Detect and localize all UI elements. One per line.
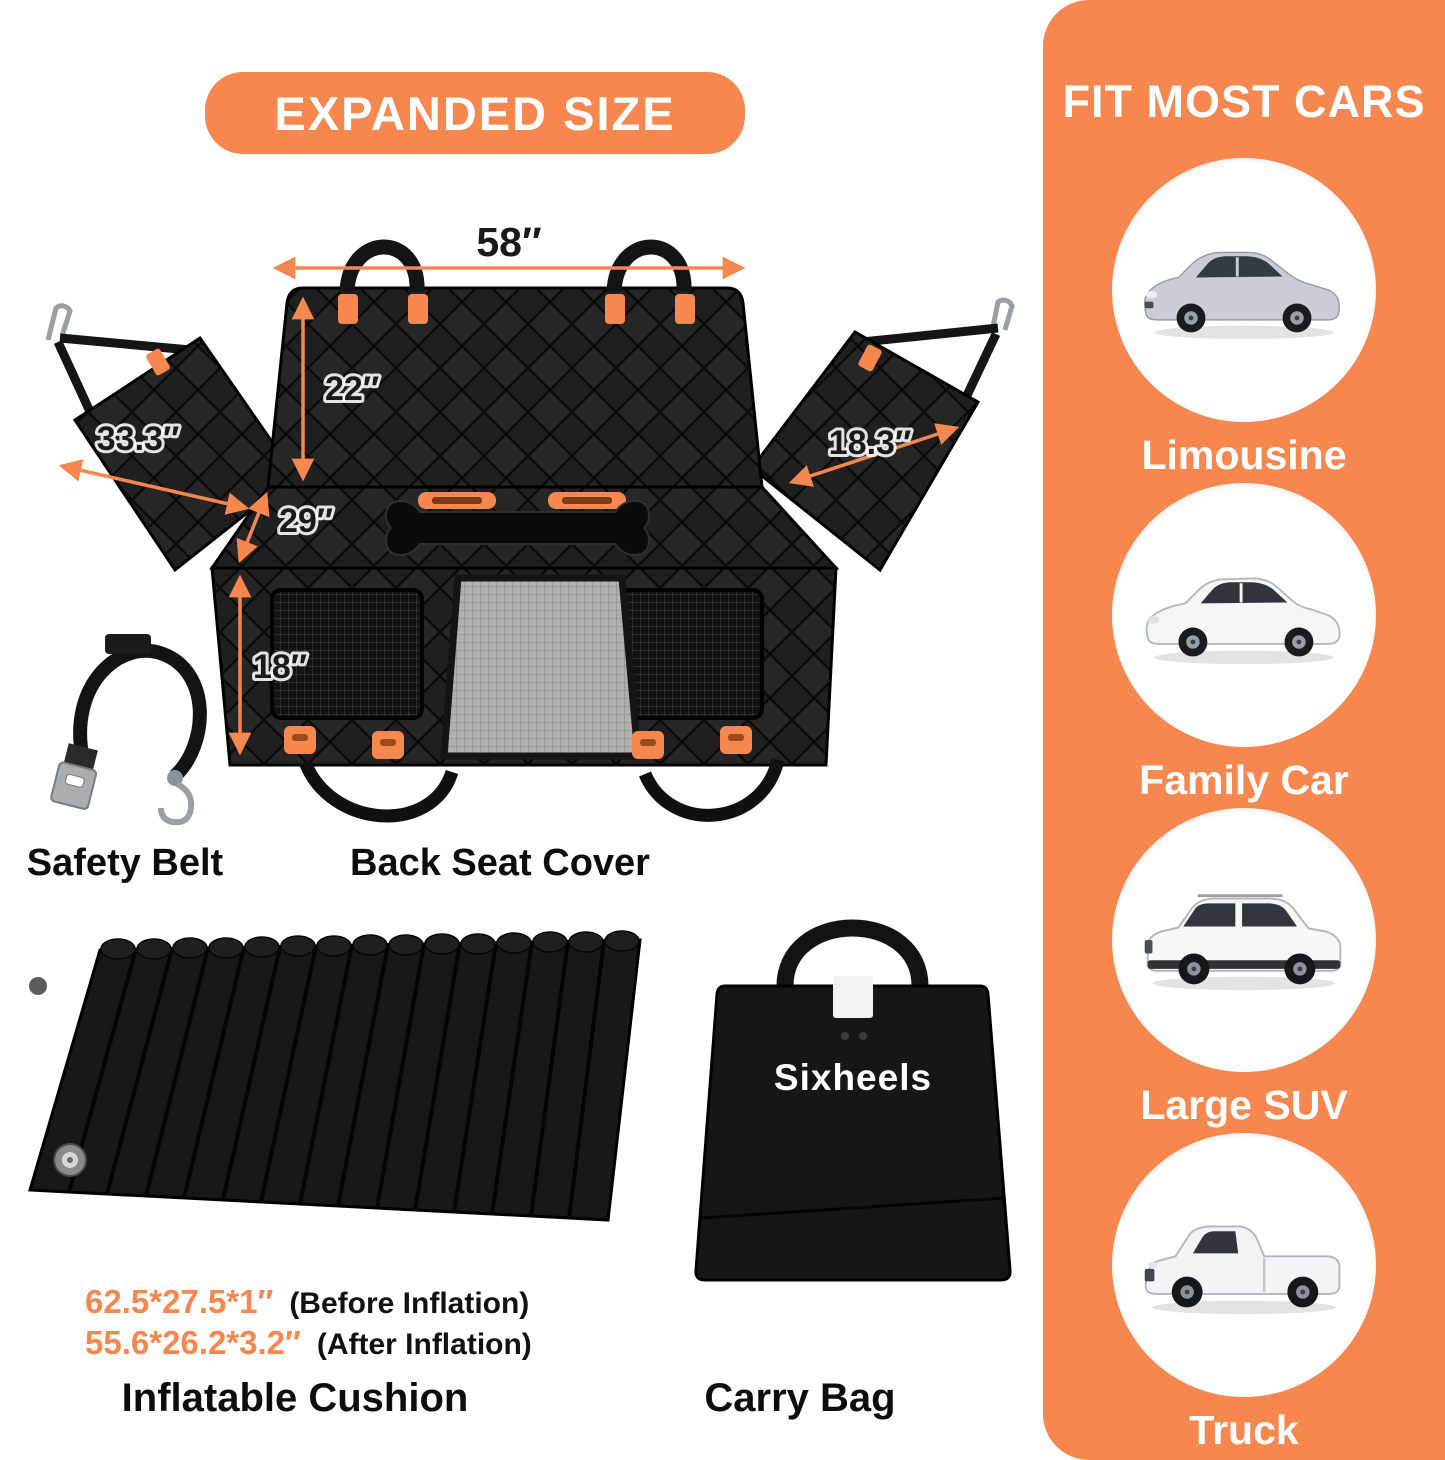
- left-strap-hook-icon: [45, 303, 191, 418]
- front-panel: [210, 566, 838, 823]
- bag-tag: [833, 976, 873, 1018]
- right-flap-arrow: [788, 423, 960, 487]
- cushion-size-after-note: (After Inflation): [316, 1328, 532, 1361]
- vehicle-circle-family-car: [1112, 483, 1376, 747]
- back-seat-cover-illustration: 58″ 22″ 33.3″ 18.3″ 29″ 18″: [45, 216, 1015, 823]
- seat-panel: [209, 485, 840, 570]
- buckle-clips: [284, 726, 752, 759]
- right-strap-hook-icon: [861, 297, 1015, 408]
- back-seat-cover-label: Back Seat Cover: [350, 842, 650, 884]
- carry-bag-image: Sixheels: [694, 919, 1012, 1282]
- bag-handle-icon: [776, 919, 929, 989]
- cushion-size-after-value: 55.6*26.2*3.2″: [85, 1324, 301, 1361]
- banner-title: EXPANDED SIZE: [274, 86, 676, 140]
- inflatable-cushion-label: Inflatable Cushion: [121, 1376, 469, 1420]
- belt-adjuster-icon: [105, 634, 151, 654]
- dimension-backrest-height: 22″: [325, 370, 379, 408]
- truck-image: [1144, 1225, 1341, 1315]
- inflatable-cushion-image: [28, 930, 642, 1222]
- cushion-size-before-note: (Before Inflation): [289, 1287, 530, 1320]
- vehicle-circle-large-suv: [1112, 808, 1376, 1072]
- vehicle-label-truck: Truck: [1189, 1407, 1299, 1453]
- dimension-front-height: 18″: [253, 648, 307, 686]
- vehicle-label-large-suv: Large SUV: [1140, 1082, 1348, 1128]
- expanded-size-banner: EXPANDED SIZE: [205, 72, 745, 154]
- vehicle-circle-limousine: [1112, 158, 1376, 422]
- vehicle-label-limousine: Limousine: [1141, 432, 1347, 478]
- cushion-size-before: 62.5*27.5*1″ (Before Inflation): [85, 1283, 529, 1321]
- limousine-image: [1143, 251, 1341, 340]
- left-mesh-pocket: [270, 588, 424, 720]
- family-car-image: [1145, 577, 1341, 665]
- dimension-top-width: 58″: [476, 219, 541, 265]
- backrest-panel: [266, 239, 764, 489]
- large-suv-image: [1144, 894, 1342, 991]
- safety-belt-image: [50, 634, 207, 826]
- cushion-size-before-value: 62.5*27.5*1″: [85, 1283, 274, 1320]
- cushion-size-after: 55.6*26.2*3.2″ (After Inflation): [85, 1324, 532, 1362]
- vehicle-label-family-car: Family Car: [1139, 757, 1349, 803]
- bone-cushion-icon: [384, 499, 651, 557]
- left-flap-arrow: [58, 459, 250, 515]
- fit-most-cars-panel: FIT MOST CARS Limousine: [1043, 0, 1445, 1460]
- dimension-right-flap: 18.3″: [829, 424, 911, 462]
- belt-tongue-icon: [50, 743, 98, 810]
- dimension-left-flap: 33.3″: [97, 420, 179, 458]
- seat-depth-arrow: [236, 491, 270, 564]
- carry-bag-label: Carry Bag: [704, 1376, 896, 1420]
- dimension-annotations: 58″ 22″ 33.3″ 18.3″ 29″ 18″: [58, 216, 960, 756]
- vehicle-circle-truck: [1112, 1133, 1376, 1397]
- mesh-window: [440, 574, 642, 760]
- fit-panel-title: FIT MOST CARS: [1062, 76, 1426, 127]
- safety-belt-label: Safety Belt: [26, 842, 224, 884]
- air-valve-icon: [53, 1143, 87, 1177]
- carry-bag-brand: Sixheels: [774, 1057, 932, 1098]
- snap-hook-icon: [158, 770, 195, 826]
- dimension-seat-depth: 29″: [279, 502, 333, 540]
